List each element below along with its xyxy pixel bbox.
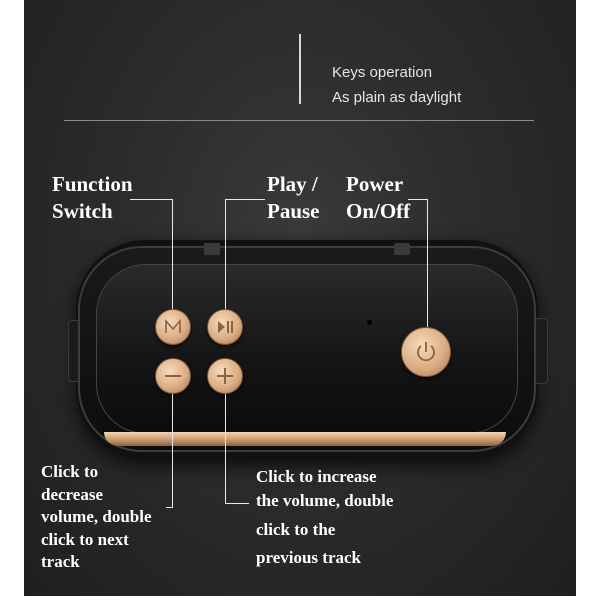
play-pause-label: Play / Pause [267,171,320,225]
volume-down-description-line-5: track [41,552,80,571]
volume-down-description-line-3: volume, double [41,507,152,526]
play-pause-button[interactable] [207,309,243,345]
function-switch-label-line-1: Function [52,172,133,196]
product-panel: Keys operation As plain as daylight Func… [24,0,576,596]
accent-divider [299,34,301,104]
play-pause-label-line-2: Pause [267,199,320,223]
leader-function-horizontal [130,199,172,200]
leader-power-horizontal [408,199,427,200]
power-label-line-2: On/Off [346,199,411,223]
device-face [96,264,518,434]
minus-icon [165,375,181,377]
power-button[interactable] [401,327,451,377]
volume-down-description-line-1: Click to [41,462,99,481]
volume-down-description: Click to decrease volume, double click t… [41,461,152,574]
mode-icon [165,319,181,333]
leader-minus-vertical [172,394,173,508]
leader-play-vertical [225,199,226,309]
leader-power-vertical [427,199,428,327]
function-switch-label-line-2: Switch [52,199,113,223]
volume-up-description-line-4: previous track [256,548,361,567]
leader-plus-vertical [225,394,226,504]
plus-icon [217,368,233,384]
volume-up-button[interactable] [207,358,243,394]
tagline-line-1: Keys operation [332,64,433,81]
leader-minus-horizontal [166,507,173,508]
header-rule [64,120,534,121]
function-switch-label: Function Switch [52,171,133,225]
volume-up-description-line-3: click to the [256,520,336,539]
device-gold-trim [104,432,506,446]
leader-function-vertical [172,199,173,309]
power-label: Power On/Off [346,171,410,225]
leader-play-horizontal [225,199,265,200]
play-pause-label-line-1: Play / [267,172,318,196]
volume-up-description: Click to increase the volume, double cli… [256,465,393,570]
device-clip-right [394,243,410,255]
microphone-hole [367,320,372,325]
volume-down-description-line-4: click to next [41,529,129,549]
play-pause-icon [218,321,233,333]
volume-down-button[interactable] [155,358,191,394]
volume-up-description-line-1: Click to increase [256,467,377,486]
device-clip-left [204,243,220,255]
volume-down-description-line-2: decrease [41,484,103,504]
volume-up-description-line-2: the volume, double [256,491,394,510]
leader-plus-horizontal [225,503,249,504]
tagline-line-2: As plain as daylight [332,89,462,106]
mode-button[interactable] [155,309,191,345]
power-label-line-1: Power [346,172,404,196]
power-icon [417,342,435,362]
